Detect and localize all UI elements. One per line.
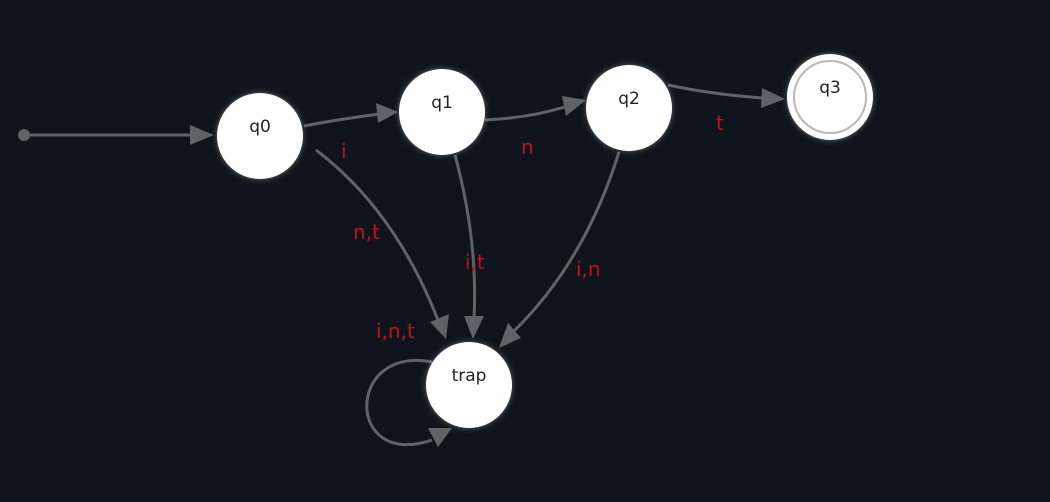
state-q2[interactable]: q2	[586, 65, 672, 151]
state-q3-label: q3	[819, 78, 841, 98]
edge-q2-trap: i,n	[499, 151, 621, 348]
edge-q1-trap: i,t	[453, 154, 485, 339]
state-q1[interactable]: q1	[399, 69, 485, 155]
edge-label-q0-q1: i	[341, 139, 347, 163]
state-q0[interactable]: q0	[217, 93, 303, 179]
edge-trap-self-loop: i,n,t	[365, 319, 452, 447]
edge-label-trap-loop: i,n,t	[376, 319, 415, 343]
edge-q1-q2: n	[484, 96, 586, 159]
edge-label-q1-trap: i,t	[465, 250, 485, 274]
state-q1-label: q1	[431, 93, 453, 113]
edge-label-q2-trap: i,n	[576, 257, 601, 281]
edge-q2-q3: t	[667, 83, 785, 135]
state-q3[interactable]: q3	[787, 54, 873, 140]
edge-q0-q1: i	[303, 103, 398, 163]
start-arrow	[18, 125, 214, 145]
edge-q0-trap: n,t	[315, 148, 449, 339]
state-q2-label: q2	[618, 89, 640, 109]
edge-label-q2-q3: t	[716, 111, 724, 135]
edge-label-q0-trap: n,t	[353, 220, 380, 244]
state-trap[interactable]: trap	[426, 342, 512, 428]
accepting-ring	[793, 60, 867, 134]
state-q0-label: q0	[249, 117, 271, 137]
state-trap-label: trap	[452, 366, 487, 386]
edge-label-q1-q2: n	[521, 135, 534, 159]
